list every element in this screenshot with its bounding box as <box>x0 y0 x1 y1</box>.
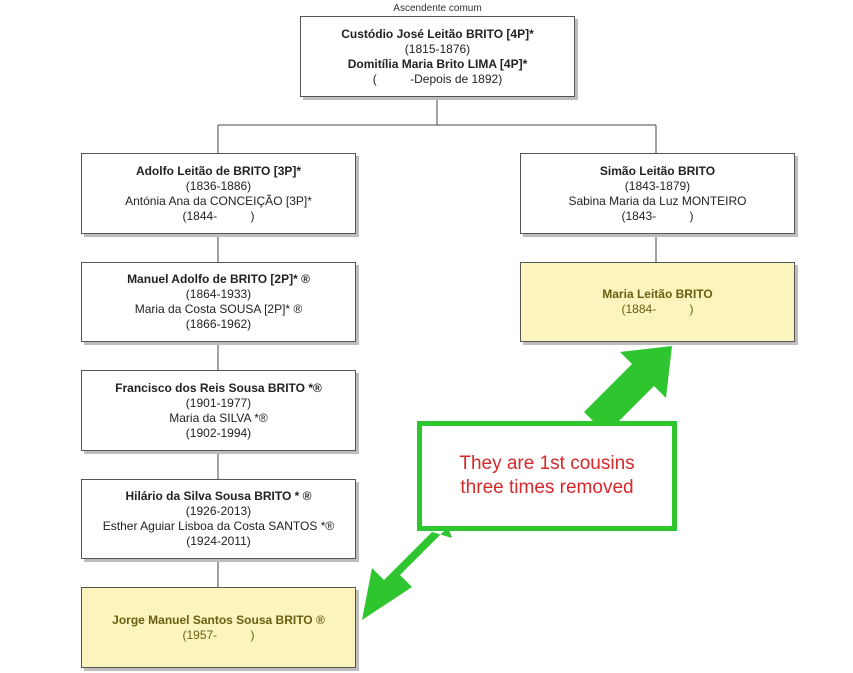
callout-line-1: They are 1st cousins <box>459 453 635 474</box>
person-dates: (1926-2013) <box>185 504 252 518</box>
person-dates: (1843-1879) <box>624 178 691 193</box>
spouse-dates: (1843- ) <box>621 208 694 223</box>
person-name: Francisco dos Reis Sousa BRITO *® <box>115 380 322 395</box>
person-name: Adolfo Leitão de BRITO [3P]* <box>135 163 302 178</box>
spouse-name: Antónia Ana da CONCEIÇÃO [3P]* <box>125 193 312 208</box>
descendant-name: Maria Leitão BRITO <box>602 287 713 301</box>
spouse-dates: (1924-2011) <box>186 534 251 548</box>
person-dates: (1864-1933) <box>185 287 252 301</box>
left-generation-4-box[interactable]: Hilário da Silva Sousa BRITO * ® (1926-2… <box>81 479 356 559</box>
root-spouse-name: Domitília Maria Brito LIMA [4P]* <box>347 56 528 71</box>
callout-line-2: three times removed <box>460 477 634 498</box>
spouse-dates: (1902-1994) <box>185 425 252 440</box>
left-descendant-box[interactable]: Jorge Manuel Santos Sousa BRITO ® (1957-… <box>81 587 356 668</box>
root-person-name: Custódio José Leitão BRITO [4P]* <box>341 26 534 41</box>
person-name: Manuel Adolfo de BRITO [2P]* ® <box>127 272 310 286</box>
left-generation-2-box[interactable]: Manuel Adolfo de BRITO [2P]* ® (1864-193… <box>81 262 356 342</box>
left-generation-1-box[interactable]: Adolfo Leitão de BRITO [3P]* (1836-1886)… <box>81 153 356 234</box>
person-name: Hilário da Silva Sousa BRITO * ® <box>125 489 312 503</box>
spouse-name: Esther Aguiar Lisboa da Costa SANTOS *® <box>102 519 335 533</box>
spouse-dates: (1844- ) <box>182 208 255 223</box>
person-name: Simão Leitão BRITO <box>599 163 716 178</box>
descendant-name: Jorge Manuel Santos Sousa BRITO ® <box>112 612 325 627</box>
spouse-name: Maria da SILVA *® <box>169 410 268 425</box>
descendant-dates: (1884- ) <box>621 302 694 316</box>
right-descendant-box[interactable]: Maria Leitão BRITO (1884- ) <box>520 262 795 342</box>
relationship-callout: They are 1st cousins three times removed <box>417 421 677 531</box>
spouse-dates: (1866-1962) <box>185 317 252 331</box>
descendant-dates: (1957- ) <box>182 627 255 642</box>
root-spouse-dates: ( -Depois de 1892) <box>372 71 503 86</box>
spouse-name: Sabina Maria da Luz MONTEIRO <box>568 193 747 208</box>
root-person-dates: (1815-1876) <box>404 41 471 56</box>
person-dates: (1901-1977) <box>185 395 252 410</box>
arrow-up-right-icon <box>584 346 672 434</box>
root-couple-box[interactable]: Custódio José Leitão BRITO [4P]* (1815-1… <box>300 16 575 97</box>
left-generation-3-box[interactable]: Francisco dos Reis Sousa BRITO *® (1901-… <box>81 370 356 451</box>
spouse-name: Maria da Costa SOUSA [2P]* ® <box>134 302 303 316</box>
right-generation-1-box[interactable]: Simão Leitão BRITO (1843-1879) Sabina Ma… <box>520 153 795 234</box>
person-dates: (1836-1886) <box>185 178 252 193</box>
arrow-down-left-icon <box>362 527 452 620</box>
common-ancestor-label: Ascendente comum <box>393 3 482 14</box>
